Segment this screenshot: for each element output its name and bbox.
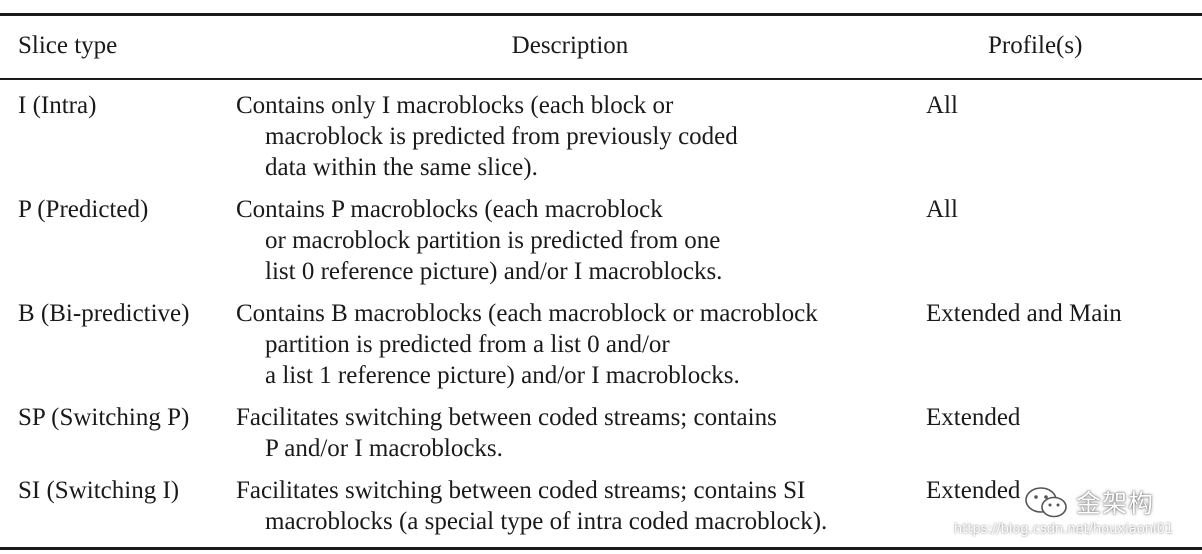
description-line: Contains only I macroblocks (each block … (236, 92, 674, 119)
row-description: Facilitates switching between coded stre… (236, 475, 827, 537)
header-rule (0, 78, 1202, 80)
table-top-rule (0, 13, 1202, 16)
description-line: a list 1 reference picture) and/or I mac… (265, 362, 740, 389)
row-slice-type: B (Bi-predictive) (18, 300, 190, 327)
description-line: partition is predicted from a list 0 and… (265, 331, 670, 358)
description-line: P and/or I macroblocks. (265, 435, 503, 462)
row-profiles: Extended (926, 477, 1021, 504)
description-line: Facilitates switching between coded stre… (236, 404, 777, 431)
row-profiles: All (926, 196, 958, 223)
row-slice-type: I (Intra) (18, 92, 97, 119)
row-profiles: Extended (926, 404, 1021, 431)
row-slice-type: SP (Switching P) (18, 404, 190, 431)
description-line: data within the same slice). (265, 154, 538, 181)
description-line: Contains B macroblocks (each macroblock … (236, 300, 818, 327)
header-slice-type: Slice type (18, 32, 118, 59)
row-profiles: All (926, 92, 958, 119)
description-line: list 0 reference picture) and/or I macro… (265, 258, 723, 285)
row-description: Contains only I macroblocks (each block … (236, 90, 738, 183)
description-line: macroblock is predicted from previously … (265, 123, 738, 150)
table-bottom-rule (0, 547, 1202, 550)
description-line: macroblocks (a special type of intra cod… (265, 508, 828, 535)
watermark-brand: 金架构 (1076, 489, 1155, 518)
row-description: Contains P macroblocks (each macroblock … (236, 194, 722, 287)
row-slice-type: P (Predicted) (18, 196, 149, 223)
header-description: Description (511, 32, 629, 59)
description-line: Facilitates switching between coded stre… (236, 477, 806, 504)
watermark: 金架构 https://blog.csdn.net/houxiaoni01 (954, 478, 1200, 548)
header-profiles: Profile(s) (988, 32, 1083, 59)
row-profiles: Extended and Main (926, 300, 1122, 327)
watermark-url: https://blog.csdn.net/houxiaoni01 (954, 522, 1174, 537)
description-line: or macroblock partition is predicted fro… (265, 227, 721, 254)
row-slice-type: SI (Switching I) (18, 477, 180, 504)
row-description: Contains B macroblocks (each macroblock … (236, 298, 818, 391)
wechat-icon (1025, 487, 1067, 518)
row-description: Facilitates switching between coded stre… (236, 402, 777, 464)
description-line: Contains P macroblocks (each macroblock (236, 196, 663, 223)
